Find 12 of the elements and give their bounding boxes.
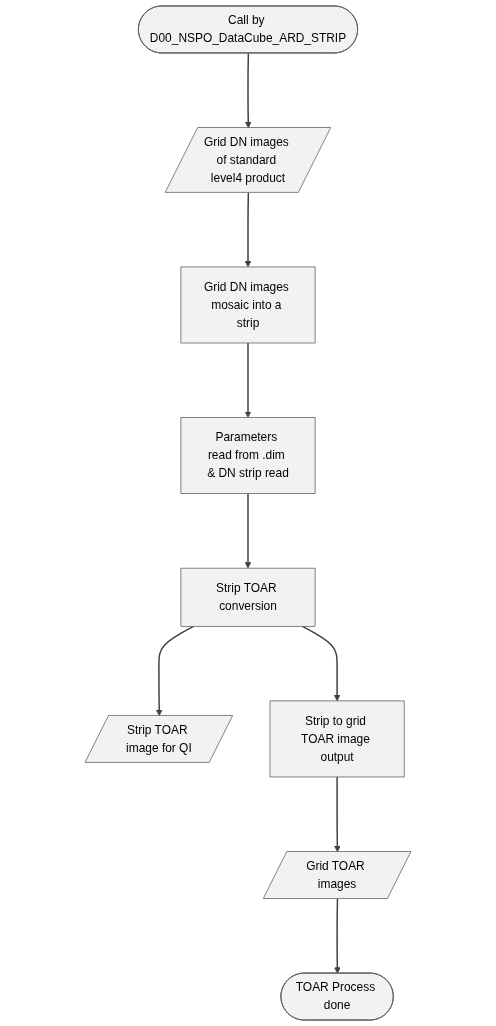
arrow: [244, 492, 252, 569]
node-box: Grid DN images mosaic into a strip: [180, 266, 316, 344]
arrow: [245, 52, 252, 129]
node-box: Strip to grid TOAR image output: [269, 700, 405, 778]
arrow: [244, 192, 252, 268]
arrow: [155, 625, 195, 717]
arrow: [334, 898, 341, 974]
arrow: [301, 625, 341, 702]
node-box: Strip TOAR conversion: [180, 567, 316, 627]
arrow: [334, 776, 341, 853]
node-box: Parameters read from .dim & DN strip read: [180, 417, 316, 494]
arrow: [244, 342, 252, 418]
